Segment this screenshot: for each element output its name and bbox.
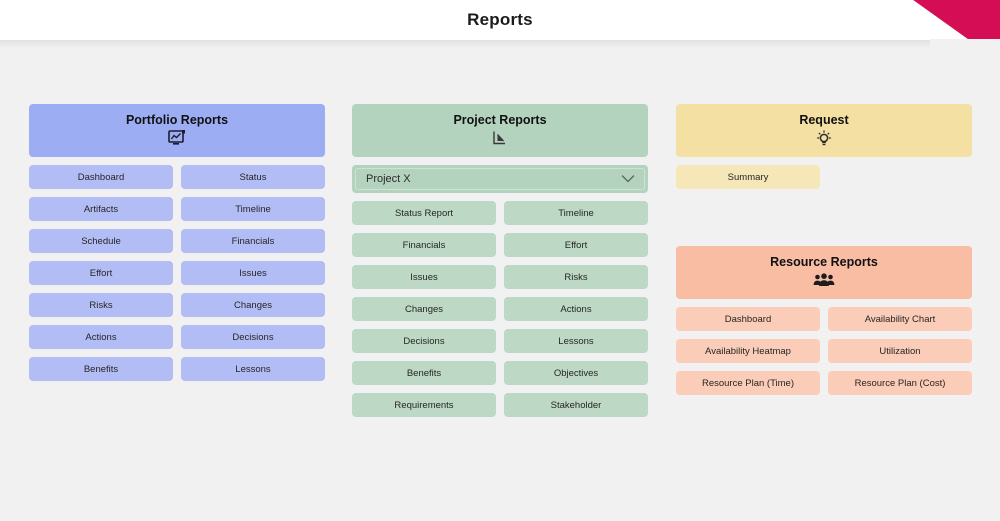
portfolio-button-status[interactable]: Status [181,165,325,189]
portfolio-reports-header: Portfolio Reports [29,104,325,157]
project-button-timeline[interactable]: Timeline [504,201,648,225]
portfolio-button-effort[interactable]: Effort [29,261,173,285]
resource-button-availability-chart[interactable]: Availability Chart [828,307,972,331]
portfolio-button-risks[interactable]: Risks [29,293,173,317]
project-button-benefits[interactable]: Benefits [352,361,496,385]
project-button-issues[interactable]: Issues [352,265,496,289]
project-selector-value: Project X [366,173,411,185]
project-button-lessons[interactable]: Lessons [504,329,648,353]
request-panel: Request Summary [676,104,972,189]
chart-decline-icon [492,130,508,147]
resource-reports-panel: Resource Reports Dashboard Availability … [676,246,972,395]
request-button-summary[interactable]: Summary [676,165,820,189]
portfolio-button-benefits[interactable]: Benefits [29,357,173,381]
project-button-financials[interactable]: Financials [352,233,496,257]
portfolio-button-financials[interactable]: Financials [181,229,325,253]
resource-reports-header: Resource Reports [676,246,972,299]
project-button-actions[interactable]: Actions [504,297,648,321]
project-button-stakeholder[interactable]: Stakeholder [504,393,648,417]
resource-button-utilization[interactable]: Utilization [828,339,972,363]
project-button-objectives[interactable]: Objectives [504,361,648,385]
lightbulb-icon [816,130,832,147]
portfolio-button-dashboard[interactable]: Dashboard [29,165,173,189]
app-header: Reports [0,0,1000,40]
resource-button-dashboard[interactable]: Dashboard [676,307,820,331]
page-title: Reports [467,10,533,29]
chevron-down-icon[interactable] [621,170,635,188]
reports-page: Portfolio Reports Dashboard Status Artif… [0,48,1000,521]
portfolio-button-decisions[interactable]: Decisions [181,325,325,349]
portfolio-reports-panel: Portfolio Reports Dashboard Status Artif… [29,104,325,381]
project-button-risks[interactable]: Risks [504,265,648,289]
project-reports-panel: Project Reports Project X [352,104,648,417]
project-button-effort[interactable]: Effort [504,233,648,257]
right-column: Request Summary [676,104,972,395]
request-header: Request [676,104,972,157]
chart-screen-icon [168,130,186,147]
portfolio-reports-button-grid: Dashboard Status Artifacts Timeline Sche… [29,165,325,381]
request-title: Request [799,113,849,128]
project-button-status-report[interactable]: Status Report [352,201,496,225]
resource-button-availability-heatmap[interactable]: Availability Heatmap [676,339,820,363]
portfolio-button-lessons[interactable]: Lessons [181,357,325,381]
portfolio-reports-column: Portfolio Reports Dashboard Status Artif… [29,104,325,381]
resource-reports-button-grid: Dashboard Availability Chart Availabilit… [676,307,972,395]
request-button-grid: Summary [676,165,972,189]
portfolio-button-schedule[interactable]: Schedule [29,229,173,253]
project-reports-title: Project Reports [453,113,547,128]
project-reports-column: Project Reports Project X [352,104,648,417]
portfolio-reports-title: Portfolio Reports [125,113,229,128]
project-button-changes[interactable]: Changes [352,297,496,321]
people-group-icon [813,272,835,289]
project-reports-header: Project Reports [352,104,648,157]
resource-button-resource-plan-cost[interactable]: Resource Plan (Cost) [828,371,972,395]
resource-button-resource-plan-time[interactable]: Resource Plan (Time) [676,371,820,395]
portfolio-button-issues[interactable]: Issues [181,261,325,285]
project-selector[interactable]: Project X [352,165,648,193]
project-reports-button-grid: Status Report Timeline Financials Effort… [352,201,648,417]
project-button-decisions[interactable]: Decisions [352,329,496,353]
portfolio-button-artifacts[interactable]: Artifacts [29,197,173,221]
portfolio-button-timeline[interactable]: Timeline [181,197,325,221]
project-selector-control[interactable]: Project X [355,168,645,190]
header-divider [0,39,1000,48]
project-button-requirements[interactable]: Requirements [352,393,496,417]
column-spacer [676,189,972,246]
portfolio-button-changes[interactable]: Changes [181,293,325,317]
portfolio-button-actions[interactable]: Actions [29,325,173,349]
resource-reports-title: Resource Reports [770,255,878,270]
